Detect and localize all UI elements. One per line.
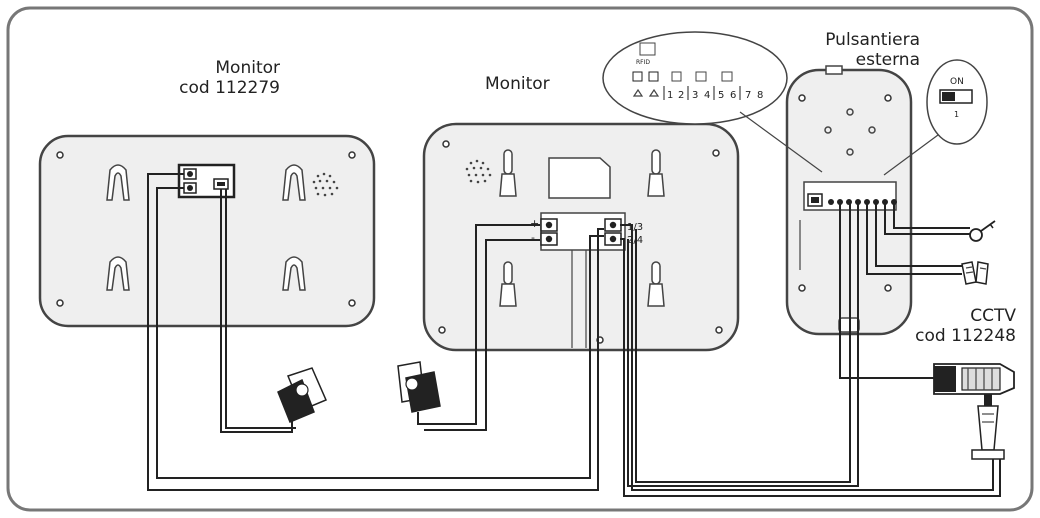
monitor-center-label: Monitor — [485, 74, 550, 94]
callout-num-8: 8 — [757, 90, 763, 101]
monitor-center — [422, 122, 740, 352]
cctv-camera — [933, 363, 1015, 460]
terminal-1-3: 1/3 — [627, 222, 643, 233]
callout-num-7: 7 — [745, 90, 751, 101]
callout-num-1: 1 — [667, 90, 673, 101]
speaker-grill-center — [465, 159, 492, 184]
diagram-frame — [6, 6, 1034, 512]
switch-one-label: 1 — [954, 110, 959, 119]
power-adapter-left — [277, 367, 327, 423]
switch-callout: ON 1 — [883, 59, 988, 176]
callout-num-3: 3 — [692, 90, 698, 101]
rfid-label: RFID — [636, 59, 650, 66]
switch-on-label: ON — [950, 77, 964, 87]
lock-icon — [961, 261, 989, 285]
power-adapter-center — [397, 361, 441, 413]
wiring — [147, 173, 1001, 497]
monitor-center-title: Monitor — [485, 74, 550, 94]
callout-num-2: 2 — [678, 90, 684, 101]
callout-num-5: 5 — [718, 90, 724, 101]
monitor-left-label: Monitor cod 112279 — [179, 58, 280, 98]
cctv-title: CCTV — [970, 306, 1016, 326]
speaker-grill-left — [312, 172, 339, 197]
monitor-left — [38, 134, 376, 328]
panel-terminal-strip — [828, 199, 897, 205]
cctv-label: CCTV cod 112248 — [915, 306, 1016, 346]
monitor-left-code: cod 112279 — [179, 78, 280, 98]
panel-title: Pulsantiera — [825, 30, 920, 50]
terminal-minus: - — [531, 231, 535, 244]
key-icon — [969, 220, 996, 242]
callout-num-6: 6 — [730, 90, 736, 101]
outdoor-panel — [785, 65, 913, 336]
panel-subtitle: esterna — [855, 50, 920, 70]
panel-label: Pulsantiera esterna — [825, 30, 920, 70]
monitor-left-title: Monitor — [215, 58, 280, 78]
terminal-plus: + — [530, 217, 539, 230]
callout-num-4: 4 — [704, 90, 710, 101]
cctv-code: cod 112248 — [915, 326, 1016, 346]
terminal-callout: RFID 1 2 3 4 5 6 7 8 — [602, 31, 823, 173]
